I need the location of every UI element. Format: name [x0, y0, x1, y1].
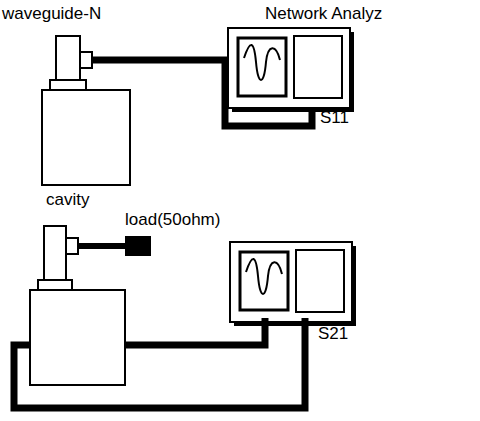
cavity-body — [42, 90, 130, 185]
network-analyzer: S21 — [230, 242, 352, 322]
adapter-body — [56, 36, 80, 80]
n-connector — [80, 52, 92, 68]
waveguide-adapter: waveguide-N — [55, 35, 93, 91]
adapter-flange — [50, 80, 86, 90]
adapter-flange — [38, 280, 72, 290]
analyzer-case — [230, 242, 352, 322]
node-label: load(50ohm) — [125, 210, 220, 230]
analyzer-panel — [296, 250, 344, 312]
screen-trace — [244, 45, 280, 80]
load-stub — [78, 243, 125, 249]
n-connector — [66, 238, 78, 254]
node-label: cavity — [46, 190, 89, 210]
analyzer-case — [228, 28, 350, 108]
load: load(50ohm) — [125, 236, 151, 256]
coax-cable — [14, 318, 305, 408]
node-label: Network Analyz — [265, 4, 382, 24]
analyzer-screen — [240, 252, 288, 310]
node-label: S21 — [318, 324, 348, 344]
analyzer-panel — [294, 36, 342, 98]
load-body — [125, 236, 151, 256]
screen-trace — [246, 259, 282, 294]
coax-cable — [93, 60, 312, 126]
adapter-body — [44, 226, 66, 280]
coax-cable — [125, 318, 265, 345]
node-label: waveguide-N — [2, 4, 101, 24]
analyzer-screen — [238, 38, 286, 96]
cavity: cavity — [42, 90, 130, 185]
network-analyzer: Network AnalyzS11 — [228, 28, 350, 108]
cavity-body — [30, 290, 125, 385]
port-label: S11 — [320, 108, 349, 128]
